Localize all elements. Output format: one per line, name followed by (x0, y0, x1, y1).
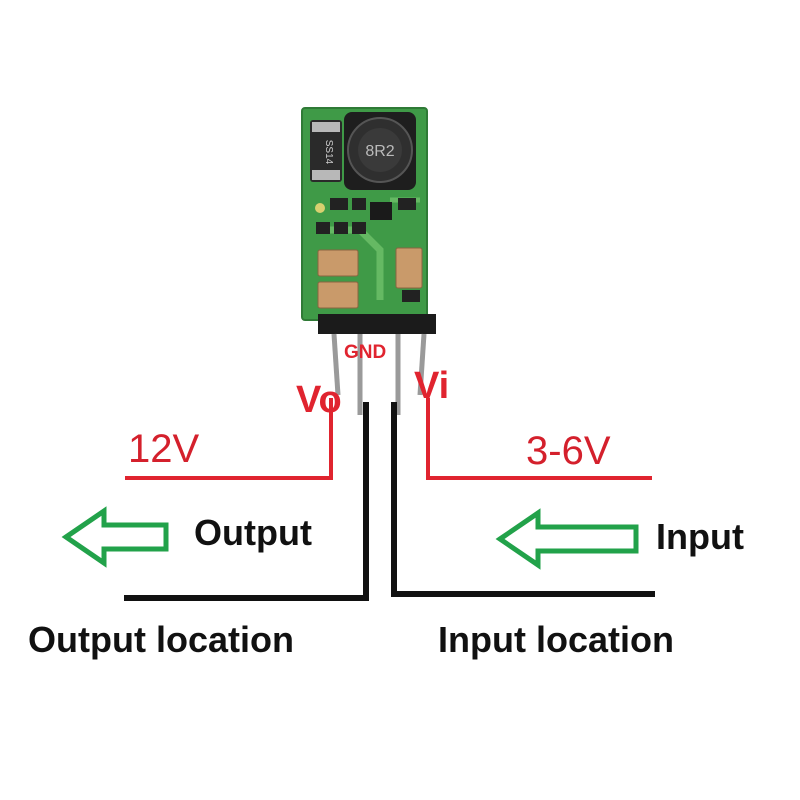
output-arrow-icon (61, 506, 169, 568)
input-location-label: Input location (438, 619, 674, 660)
output-direction-label: Output (194, 512, 312, 553)
diode-marking: SS14 (323, 140, 334, 165)
output-ground-wire (124, 402, 369, 601)
capacitor (317, 249, 359, 277)
diode-component: SS14 (310, 120, 342, 182)
pin-label-output: Vo (296, 379, 342, 421)
header-pins (331, 333, 427, 415)
output-positive-wire (125, 398, 333, 480)
capacitor (317, 281, 359, 309)
input-arrow-icon (495, 508, 639, 570)
input-direction-label: Input (656, 516, 744, 557)
pin-label-ground: GND (344, 342, 386, 363)
input-voltage-label: 3-6V (526, 429, 611, 473)
output-voltage-label: 12V (128, 427, 199, 471)
inductor-component: 8R2 (344, 112, 416, 190)
input-positive-wire (426, 398, 652, 480)
inductor-marking: 8R2 (365, 143, 394, 160)
output-location-label: Output location (28, 619, 294, 660)
capacitor (395, 247, 423, 289)
pin-header (318, 314, 436, 334)
pcb-module: SS14 8R2 (301, 107, 436, 415)
wires (124, 398, 655, 601)
input-ground-wire (391, 402, 655, 597)
pin-label-input: Vi (414, 365, 449, 407)
